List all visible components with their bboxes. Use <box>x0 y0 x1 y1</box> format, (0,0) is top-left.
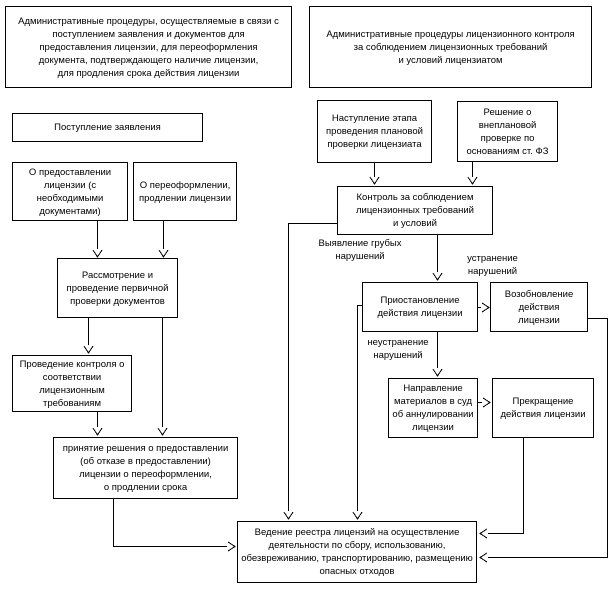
violations-remedied-label: устранение нарушений <box>467 253 518 277</box>
scheduled-inspection-box: Наступление этапа проведения плановой пр… <box>317 100 432 163</box>
connector-review-to-compliance <box>83 318 94 354</box>
connector-suspension-to-register <box>352 305 363 520</box>
header-right-control-box: Административные процедуры лицензионного… <box>309 6 592 88</box>
violations-not-remedied-label: неустранение нарушений <box>367 337 429 361</box>
license-resumption-box: Возобновление действия лицензии <box>490 282 588 332</box>
initial-review-box: Рассмотрение и проведение первичной пров… <box>57 258 178 318</box>
license-register-box: Ведение реестра лицензий на осуществлени… <box>237 521 477 583</box>
license-suspension-box: Приостановление действия лицензии <box>362 282 478 332</box>
connector-control-to-register <box>283 223 337 520</box>
connector-control-to-suspension <box>432 235 443 281</box>
connector-suspension-to-court <box>432 332 443 377</box>
license-renewal-request-box: О переоформлении, продлении лицензии <box>133 162 237 221</box>
license-control-box: Контроль за соблюдением лицензионных тре… <box>337 186 493 235</box>
application-receipt-box: Поступление заявления <box>12 113 203 142</box>
connector-court-to-termination <box>478 397 491 408</box>
compliance-check-box: Проведение контроля о соответствии лицен… <box>12 355 132 412</box>
header-left-procedures-box: Административные процедуры, осуществляем… <box>5 6 292 88</box>
connector-suspension-to-resumption <box>478 302 490 313</box>
license-grant-request-box: О предоставлении лицензии (с необходимым… <box>12 162 128 221</box>
connector-renewal-to-review <box>158 221 169 258</box>
connector-grant-to-review <box>92 221 103 258</box>
connector-termination-to-register <box>479 438 524 539</box>
connector-review-to-decision <box>157 318 168 436</box>
license-decision-box: принятие решения о предоставлении (об от… <box>53 437 238 499</box>
connector-decision-to-register <box>113 499 236 552</box>
connector-compliance-to-decision <box>92 412 103 436</box>
connector-scheduled-to-control <box>369 163 380 185</box>
court-referral-box: Направление материалов в суд об аннулиро… <box>388 378 478 438</box>
connector-unscheduled-to-control <box>467 162 478 185</box>
connector-resumption-to-register <box>479 318 608 563</box>
gross-violations-label: Выявление грубых нарушений <box>318 238 402 262</box>
unscheduled-inspection-box: Решение о внеплановой проверке по основа… <box>457 101 558 162</box>
license-termination-box: Прекращение действия лицензии <box>492 378 594 438</box>
